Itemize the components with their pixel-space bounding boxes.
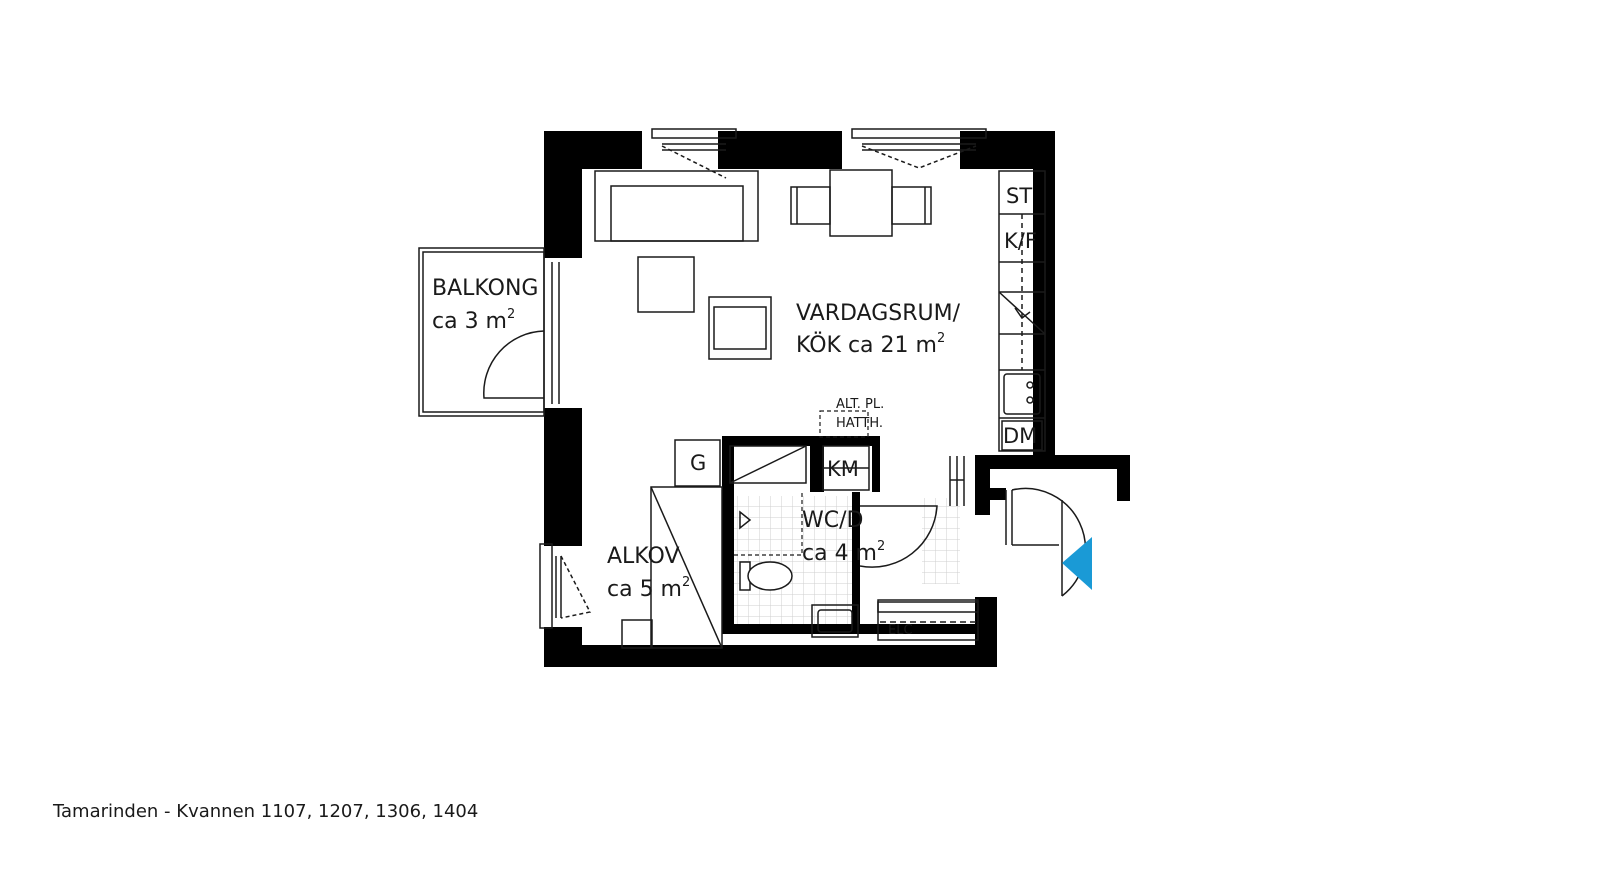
interior-walls (722, 436, 1015, 634)
sink (811, 604, 859, 638)
g-label: G (690, 451, 706, 475)
shower-head-icon (739, 510, 752, 530)
alt-pl-label: ALT. PL. (836, 397, 884, 412)
window-left (539, 543, 592, 629)
alcove-name: ALKOV (607, 544, 680, 569)
entrance-door (1005, 487, 1087, 597)
kf-label: K/F (1004, 229, 1037, 253)
alcove-area: ca 5 m2 (607, 575, 690, 602)
balcony (418, 247, 560, 417)
alt-pl-hatth-box (819, 410, 869, 438)
bathroom-door (859, 505, 938, 568)
armchair (708, 296, 772, 360)
bathroom-floor-tiles (722, 496, 852, 624)
km-label: KM (827, 457, 859, 481)
st-label: ST (1006, 184, 1032, 208)
entrance-arrow-icon (1062, 537, 1092, 590)
balcony-name: BALKONG (432, 276, 538, 301)
shower-dashed-area (734, 492, 803, 556)
window-top-left (651, 128, 737, 179)
living-name: VARDAGSRUM/ (796, 301, 961, 326)
balcony-area: ca 3 m2 (432, 307, 515, 334)
g-box (674, 439, 721, 487)
plan-caption: Tamarinden - Kvannen 1107, 1207, 1306, 1… (53, 801, 479, 822)
dm-label: DM (1003, 424, 1037, 448)
hall-cabinet (877, 601, 979, 613)
window-top-right (851, 128, 987, 169)
bathroom-area: ca 4 m2 (802, 539, 885, 566)
bathroom-name: WC/D (802, 508, 863, 533)
exterior-walls (544, 131, 1130, 667)
living-area: KÖK ca 21 m2 (796, 331, 945, 358)
hatth-label: HATTH. (836, 416, 883, 431)
toilet (739, 561, 793, 591)
kitchen-counter (998, 170, 1046, 452)
elc-label: ELC (888, 623, 913, 638)
alcove-wardrobe (650, 486, 723, 649)
elc-cabinet (877, 599, 979, 641)
coffee-table (637, 256, 695, 313)
coat-rack (949, 456, 965, 506)
sofa (594, 170, 759, 242)
dining-table (790, 169, 932, 237)
shower-bench (729, 445, 807, 484)
alcove-side-table (621, 619, 653, 649)
hall-floor-tiles (922, 498, 960, 584)
